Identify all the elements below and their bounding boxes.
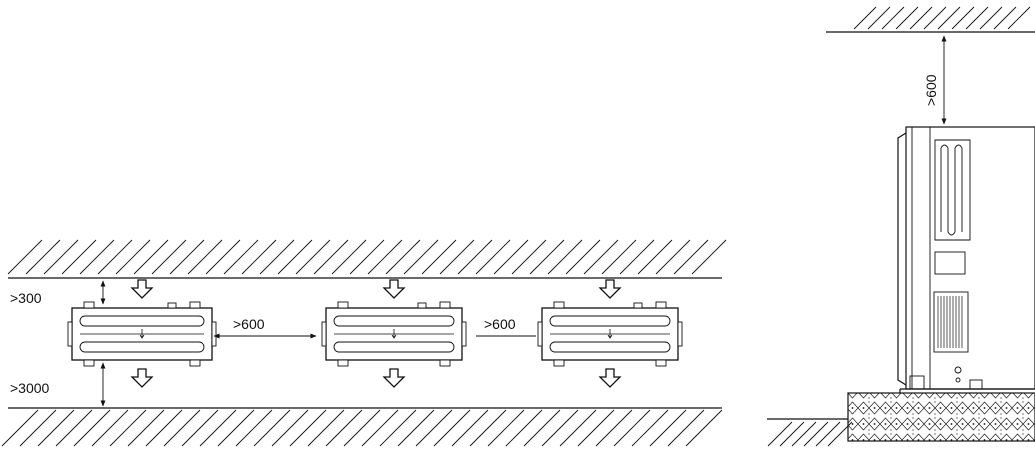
side-gap-dimension-1: >600 bbox=[213, 316, 317, 339]
top-clearance-label: >600 bbox=[923, 74, 939, 106]
front-wall bbox=[1, 407, 723, 447]
outdoor-units-top-view bbox=[67, 301, 683, 367]
discharge-arrow-1 bbox=[130, 368, 154, 388]
rear-clearance-dimension: >300 bbox=[10, 280, 106, 306]
outdoor-unit-1 bbox=[67, 301, 217, 367]
intake-arrow-2 bbox=[382, 279, 406, 299]
outdoor-unit-2 bbox=[321, 301, 467, 367]
front-clearance-label: >3000 bbox=[10, 380, 50, 396]
front-clearance-dimension: >3000 bbox=[10, 362, 106, 407]
outdoor-unit-side-view bbox=[897, 126, 1035, 390]
rear-wall bbox=[7, 239, 727, 279]
ceiling bbox=[826, 6, 1035, 33]
discharge-arrow-2 bbox=[382, 368, 406, 388]
rear-clearance-label: >300 bbox=[10, 290, 42, 306]
airflow-arrows bbox=[130, 279, 622, 388]
outdoor-unit-3 bbox=[537, 301, 683, 367]
concrete-base bbox=[847, 388, 1035, 442]
intake-arrow-3 bbox=[598, 279, 622, 299]
discharge-arrow-3 bbox=[598, 368, 622, 388]
side-gap-label-2: >600 bbox=[484, 316, 516, 332]
top-clearance-dimension: >600 bbox=[923, 35, 947, 125]
ground bbox=[767, 418, 853, 447]
side-gap-dimension-2: >600 bbox=[476, 316, 536, 337]
intake-arrow-1 bbox=[130, 279, 154, 299]
side-gap-label-1: >600 bbox=[233, 316, 265, 332]
